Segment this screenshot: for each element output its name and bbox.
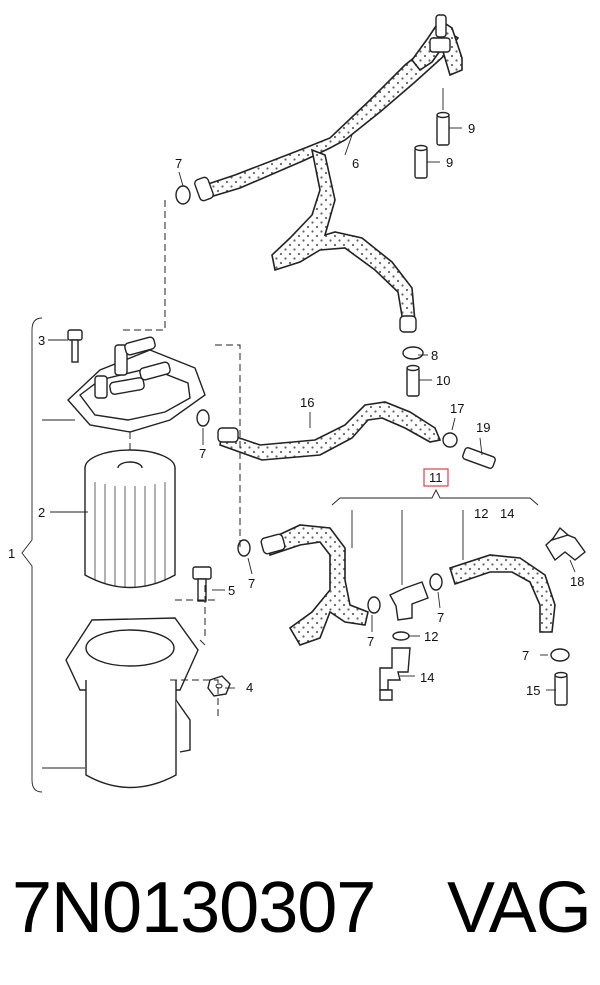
callout-9b: 9 xyxy=(446,155,453,170)
pipe-stubs-9 xyxy=(414,88,450,179)
callout-12a: 12 xyxy=(474,506,488,521)
nut-4 xyxy=(207,675,231,697)
pipe-stub-15 xyxy=(554,671,568,706)
leader-lines xyxy=(42,127,576,769)
upper-y-hose xyxy=(194,14,463,333)
hose-clamps xyxy=(175,185,570,662)
pipe-stub-19 xyxy=(462,447,496,469)
callout-12b: 12 xyxy=(424,629,438,644)
t-connector xyxy=(379,581,429,701)
callout-7c: 7 xyxy=(248,576,255,591)
lower-hose-left xyxy=(260,524,369,646)
filter-head xyxy=(67,336,206,433)
callout-2: 2 xyxy=(38,505,45,520)
callout-1: 1 xyxy=(8,546,15,561)
part-number: 7N0130307 xyxy=(12,868,376,948)
callout-16: 16 xyxy=(300,395,314,410)
callout-14b: 14 xyxy=(420,670,434,685)
part-caption: 7N0130307 VAG xyxy=(0,862,600,972)
callout-6: 6 xyxy=(352,156,359,171)
callout-8: 8 xyxy=(431,348,438,363)
callout-7e: 7 xyxy=(437,610,444,625)
callout-10: 10 xyxy=(436,373,450,388)
callout-17: 17 xyxy=(450,401,464,416)
clip-18 xyxy=(545,526,586,562)
callout-7b: 7 xyxy=(199,446,206,461)
callout-9a: 9 xyxy=(468,121,475,136)
brand-name: VAG xyxy=(447,868,592,948)
bolt-3 xyxy=(67,329,83,363)
bracket-1 xyxy=(21,317,43,793)
callout-15: 15 xyxy=(526,683,540,698)
lower-hose-right xyxy=(449,554,556,633)
callout-19: 19 xyxy=(476,420,490,435)
hose-16 xyxy=(217,401,442,461)
callout-11: 11 xyxy=(429,470,443,485)
callout-7d: 7 xyxy=(367,634,374,649)
callout-11-highlight xyxy=(423,468,449,487)
callout-7f: 7 xyxy=(522,648,529,663)
callout-3: 3 xyxy=(38,333,45,348)
callout-labels: 1 2 3 4 5 6 7 7 7 7 7 7 8 9 9 10 11 12 1… xyxy=(8,121,584,698)
assembly-lines xyxy=(120,200,241,720)
filter-cartridge xyxy=(84,449,176,589)
bolt-5 xyxy=(192,566,212,602)
callout-7a: 7 xyxy=(175,156,182,171)
callout-4: 4 xyxy=(246,680,253,695)
exploded-parts-diagram: 1 2 3 4 5 6 7 7 7 7 7 7 8 9 9 10 11 12 1… xyxy=(8,14,586,793)
filter-housing xyxy=(65,617,199,789)
pipe-stub-10 xyxy=(406,364,420,397)
bracket-11 xyxy=(331,488,539,506)
callout-14a: 14 xyxy=(500,506,514,521)
callout-5: 5 xyxy=(228,583,235,598)
callout-18: 18 xyxy=(570,574,584,589)
